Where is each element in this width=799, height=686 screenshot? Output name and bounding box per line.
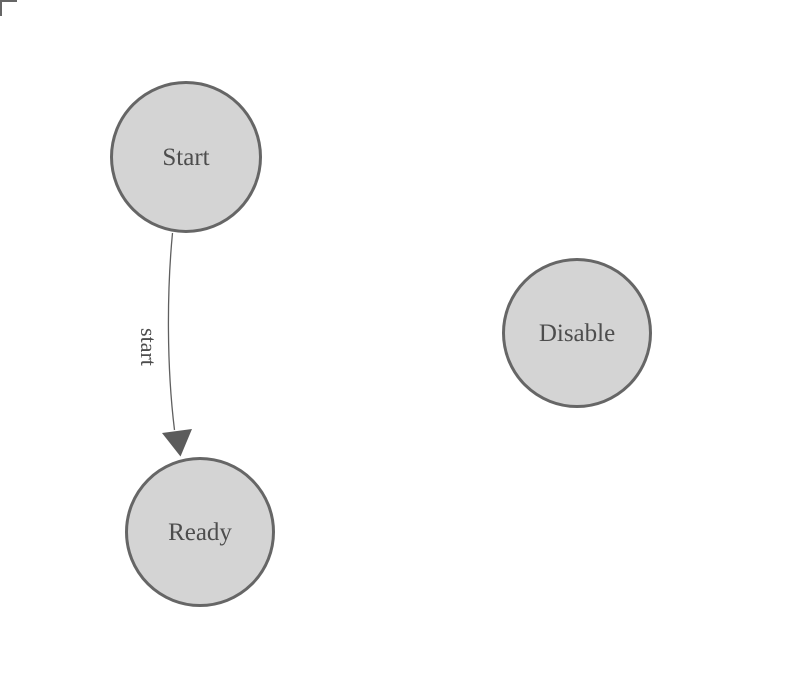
edge-label-start: start xyxy=(136,328,161,366)
node-ready-label: Ready xyxy=(168,518,232,546)
edge-arrowhead-icon xyxy=(162,429,192,457)
edge-start-ready[interactable] xyxy=(167,232,176,431)
canvas-corner-mark xyxy=(0,0,17,16)
node-start[interactable]: Start xyxy=(110,81,262,233)
node-ready[interactable]: Ready xyxy=(125,457,275,607)
node-disable-label: Disable xyxy=(538,319,616,347)
node-start-label: Start xyxy=(162,143,210,171)
node-disable[interactable]: Disable xyxy=(502,258,652,408)
